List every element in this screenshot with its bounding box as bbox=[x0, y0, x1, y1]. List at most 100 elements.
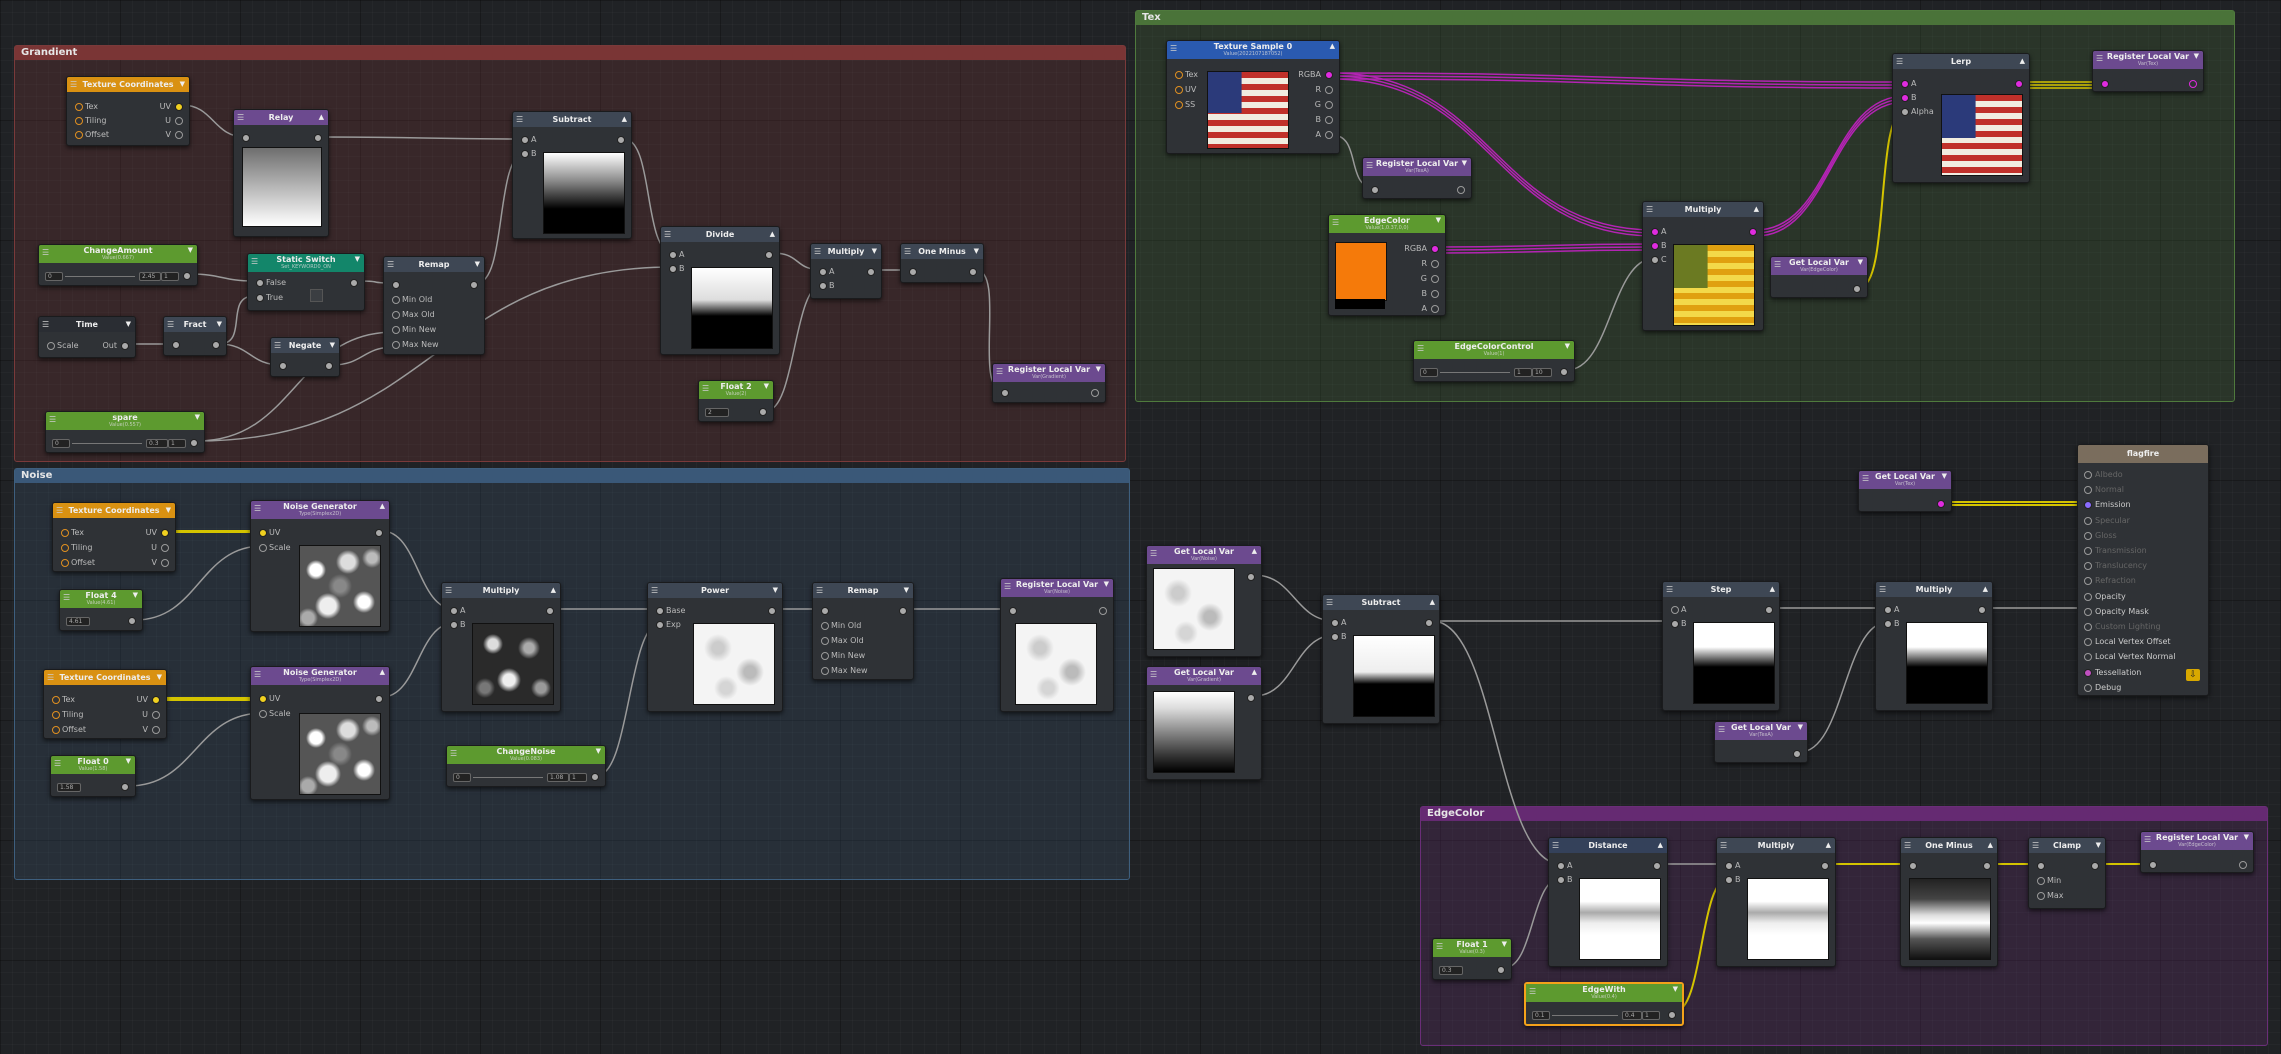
collapse-arrow-icon[interactable]: ▼ bbox=[179, 80, 185, 88]
output-pin[interactable] bbox=[175, 131, 183, 139]
menu-icon[interactable]: ☰ bbox=[254, 670, 262, 679]
output-pin[interactable] bbox=[1431, 245, 1439, 253]
input-pin[interactable] bbox=[392, 326, 400, 334]
master-input-pin[interactable] bbox=[2084, 531, 2092, 540]
output-pin[interactable] bbox=[1653, 862, 1661, 870]
input-pin[interactable] bbox=[521, 150, 529, 158]
master-input-pin[interactable] bbox=[2084, 471, 2092, 479]
menu-icon[interactable]: ☰ bbox=[1879, 585, 1887, 594]
menu-icon[interactable]: ☰ bbox=[2144, 835, 2152, 844]
input-pin[interactable] bbox=[61, 544, 69, 552]
collapse-arrow-icon[interactable]: ▼ bbox=[187, 246, 193, 254]
collapse-arrow-icon[interactable]: ▼ bbox=[354, 255, 360, 263]
menu-icon[interactable]: ☰ bbox=[1552, 841, 1560, 850]
master-input-pin[interactable] bbox=[2084, 683, 2092, 692]
input-pin[interactable] bbox=[2037, 877, 2045, 885]
menu-icon[interactable]: ☰ bbox=[167, 320, 175, 329]
menu-icon[interactable]: ☰ bbox=[56, 506, 64, 515]
output-pin[interactable] bbox=[1247, 573, 1255, 581]
output-pin[interactable] bbox=[1821, 862, 1829, 870]
value-field[interactable]: 1 bbox=[168, 439, 186, 448]
output-pin[interactable] bbox=[546, 607, 554, 615]
collapse-arrow-icon[interactable]: ▼ bbox=[1941, 472, 1947, 480]
output-pin[interactable] bbox=[765, 251, 773, 259]
output-pin[interactable] bbox=[375, 695, 383, 703]
node-step[interactable]: ☰Step▲ A B bbox=[1662, 581, 1780, 711]
collapse-arrow-icon[interactable]: ▼ bbox=[595, 747, 601, 755]
value-field[interactable]: 0.3 bbox=[1439, 966, 1463, 975]
collapse-arrow-icon[interactable]: ▼ bbox=[165, 506, 171, 514]
output-pin[interactable] bbox=[2239, 861, 2247, 869]
output-pin[interactable] bbox=[1091, 389, 1099, 397]
menu-icon[interactable]: ☰ bbox=[54, 759, 62, 768]
menu-icon[interactable]: ☰ bbox=[1436, 942, 1444, 951]
input-pin[interactable] bbox=[1884, 606, 1892, 614]
master-input-pin[interactable] bbox=[2084, 547, 2092, 555]
master-input-pin[interactable] bbox=[2084, 486, 2092, 495]
output-pin[interactable] bbox=[2015, 80, 2023, 88]
input-pin[interactable] bbox=[821, 637, 829, 645]
menu-icon[interactable]: ☰ bbox=[651, 586, 659, 595]
node-multiply-3[interactable]: ☰Multiply▲ A B C bbox=[1642, 201, 1764, 331]
output-pin[interactable] bbox=[350, 279, 358, 287]
value-field[interactable]: 1 bbox=[569, 773, 587, 782]
node-negate[interactable]: ☰Negate▼ bbox=[270, 337, 340, 377]
menu-icon[interactable]: ☰ bbox=[1646, 205, 1654, 214]
output-pin[interactable] bbox=[161, 559, 169, 567]
value-field[interactable]: 2 bbox=[705, 408, 729, 417]
input-pin[interactable] bbox=[656, 621, 664, 629]
input-pin[interactable] bbox=[1671, 606, 1679, 614]
input-pin[interactable] bbox=[1175, 71, 1183, 79]
download-icon[interactable]: ⇩ bbox=[2186, 669, 2200, 681]
output-pin[interactable] bbox=[1431, 260, 1439, 268]
menu-icon[interactable]: ☰ bbox=[664, 230, 672, 239]
menu-icon[interactable]: ☰ bbox=[1004, 582, 1012, 591]
output-pin[interactable] bbox=[375, 529, 383, 537]
collapse-arrow-icon[interactable]: ▼ bbox=[1857, 258, 1863, 266]
collapse-arrow-icon[interactable]: ▲ bbox=[1753, 205, 1759, 213]
node-remap-1[interactable]: ☰Remap▼ Min Old Max Old Min New Max New bbox=[383, 256, 485, 355]
input-pin[interactable] bbox=[2149, 861, 2157, 869]
node-multiply-2[interactable]: ☰Multiply▲ A B bbox=[441, 582, 561, 712]
output-pin[interactable] bbox=[1431, 275, 1439, 283]
input-pin[interactable] bbox=[1175, 101, 1183, 109]
value-slider[interactable] bbox=[72, 443, 142, 444]
input-pin[interactable] bbox=[259, 529, 267, 537]
master-input-pin[interactable] bbox=[2084, 623, 2092, 631]
collapse-arrow-icon[interactable]: ▼ bbox=[1435, 216, 1441, 224]
input-pin[interactable] bbox=[1901, 80, 1909, 88]
input-pin[interactable] bbox=[819, 268, 827, 276]
collapse-arrow-icon[interactable]: ▼ bbox=[871, 247, 877, 255]
collapse-arrow-icon[interactable]: ▼ bbox=[2243, 833, 2249, 841]
input-pin[interactable] bbox=[821, 622, 829, 630]
value-slider[interactable] bbox=[473, 777, 543, 778]
master-input-pin[interactable] bbox=[2084, 501, 2092, 510]
input-pin[interactable] bbox=[521, 136, 529, 144]
output-pin[interactable] bbox=[1325, 101, 1333, 109]
input-pin[interactable] bbox=[450, 607, 458, 615]
master-input-pin[interactable] bbox=[2084, 562, 2092, 571]
input-pin[interactable] bbox=[52, 726, 60, 734]
collapse-arrow-icon[interactable]: ▼ bbox=[903, 586, 909, 594]
master-input-pin[interactable] bbox=[2084, 653, 2092, 662]
node-one-minus-2[interactable]: ☰One Minus▲ bbox=[1900, 837, 1998, 967]
input-pin[interactable] bbox=[75, 131, 83, 139]
color-swatch[interactable] bbox=[1335, 242, 1387, 301]
output-pin[interactable] bbox=[1457, 186, 1465, 194]
min-field[interactable]: 0.1 bbox=[1532, 1011, 1550, 1020]
collapse-arrow-icon[interactable]: ▲ bbox=[621, 115, 627, 123]
input-pin[interactable] bbox=[392, 281, 400, 289]
output-pin[interactable] bbox=[759, 408, 767, 416]
output-pin[interactable] bbox=[617, 136, 625, 144]
menu-icon[interactable]: ☰ bbox=[47, 673, 55, 682]
input-pin[interactable] bbox=[2037, 862, 2045, 870]
node-one-minus-1[interactable]: ☰One Minus▼ bbox=[900, 243, 984, 283]
input-pin[interactable] bbox=[52, 711, 60, 719]
max-field[interactable]: 0.3 bbox=[146, 439, 168, 448]
